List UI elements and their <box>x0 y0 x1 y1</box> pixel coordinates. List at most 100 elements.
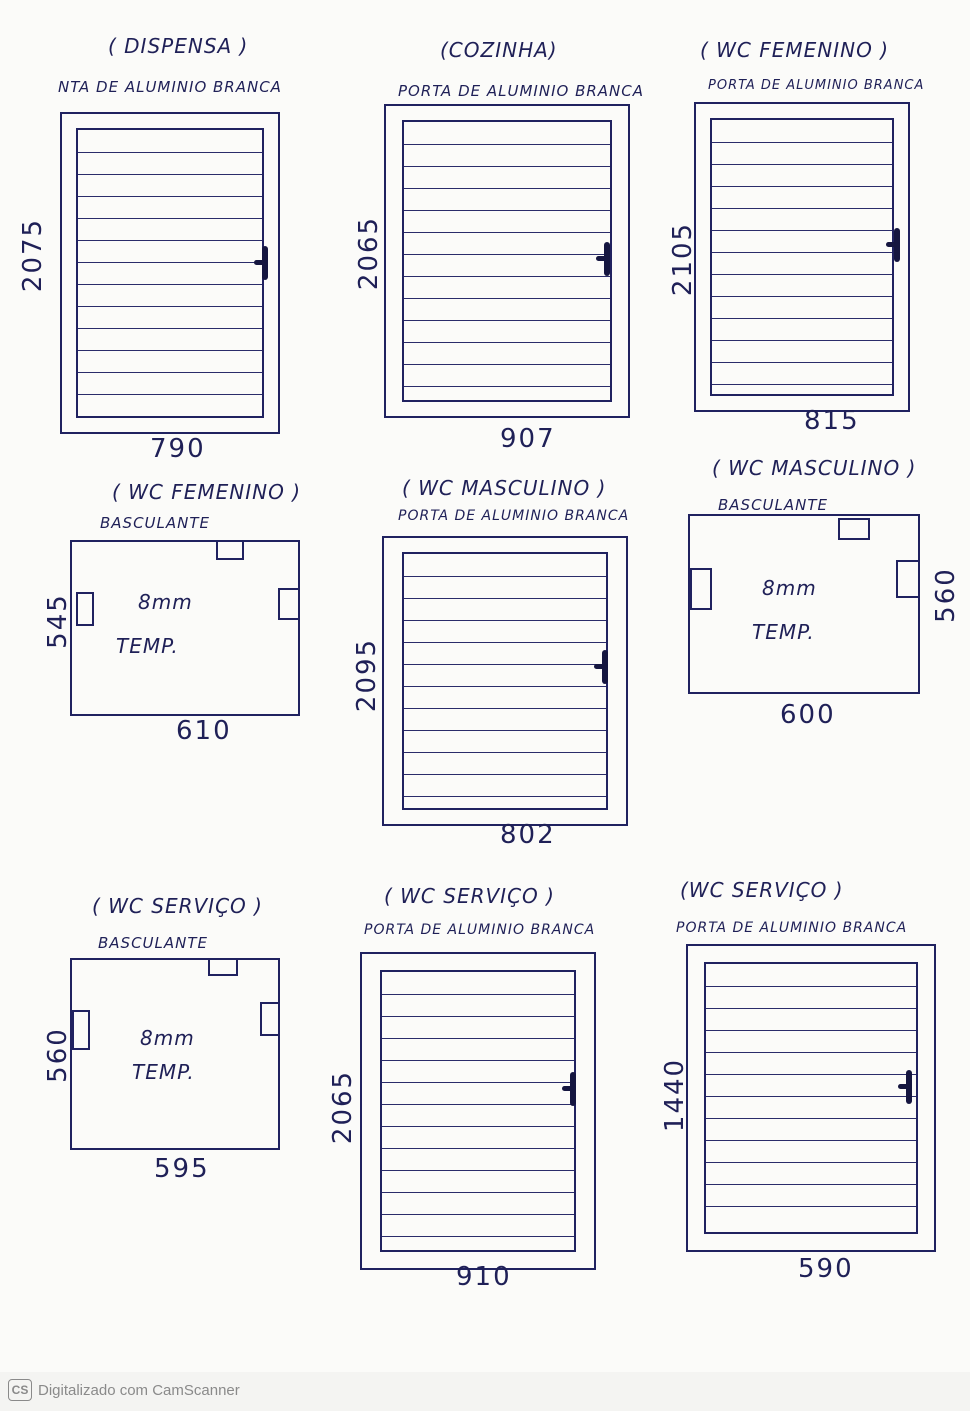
window-hinge-tab <box>838 518 870 540</box>
door-slat <box>706 1118 916 1119</box>
door-slat <box>706 1074 916 1075</box>
door-slat <box>382 1236 574 1237</box>
door-slat <box>78 152 262 153</box>
item-type-label: PORTA DE ALUMINIO BRANCA <box>398 508 630 524</box>
door-slat <box>78 218 262 219</box>
door-slat <box>712 274 892 275</box>
height-dimension: 1440 <box>660 1057 691 1133</box>
door-slat <box>712 186 892 187</box>
door-slat <box>712 164 892 165</box>
door-drawing <box>686 944 936 1252</box>
glass-type-note: TEMP. <box>132 1060 195 1084</box>
door-drawing <box>382 536 628 826</box>
item-room-label: (WC SERVIÇO ) <box>680 878 844 902</box>
item-room-label: ( WC FEMENINO ) <box>700 38 890 62</box>
door-slat <box>404 320 610 321</box>
door-slat <box>382 1214 574 1215</box>
item-room-label: ( WC SERVIÇO ) <box>92 894 263 918</box>
door-slat <box>382 1148 574 1149</box>
width-dimension: 790 <box>150 434 206 464</box>
door-slat <box>706 1206 916 1207</box>
door-slat <box>404 642 606 643</box>
scanner-footer: CS Digitalizado com CamScanner <box>8 1378 240 1402</box>
window-hinge-tab <box>72 1010 90 1050</box>
door-slat <box>382 1192 574 1193</box>
scanner-watermark-text: Digitalizado com CamScanner <box>38 1381 240 1399</box>
door-slat <box>78 372 262 373</box>
window-hinge-tab <box>278 588 300 620</box>
door-slat <box>404 144 610 145</box>
door-handle-icon <box>596 242 610 276</box>
width-dimension: 595 <box>154 1154 210 1184</box>
item-type-label: nta DE ALUMINIO BRANCA <box>58 78 282 96</box>
item-type-label: BASCULANTE <box>98 934 209 952</box>
width-dimension: 802 <box>500 820 556 850</box>
door-panel <box>380 970 576 1252</box>
door-slat <box>712 340 892 341</box>
door-slat <box>404 752 606 753</box>
door-slat <box>706 1140 916 1141</box>
width-dimension: 815 <box>804 406 860 436</box>
height-dimension: 2065 <box>328 1069 359 1145</box>
door-slat <box>404 254 610 255</box>
door-slat <box>78 240 262 241</box>
door-drawing <box>60 112 280 434</box>
door-panel <box>76 128 264 418</box>
door-drawing <box>694 102 910 412</box>
door-slat <box>404 730 606 731</box>
door-slat <box>78 306 262 307</box>
glass-thickness-note: 8mm <box>138 590 193 614</box>
door-slat <box>78 262 262 263</box>
door-slat <box>78 328 262 329</box>
door-slat <box>404 364 610 365</box>
door-slat <box>404 342 610 343</box>
door-slat <box>404 686 606 687</box>
door-slat <box>404 166 610 167</box>
window-hinge-tab <box>76 592 94 626</box>
door-slat <box>706 1052 916 1053</box>
door-slat <box>382 994 574 995</box>
door-panel <box>402 552 608 810</box>
door-slat <box>382 1016 574 1017</box>
item-room-label: (COZINHA) <box>440 38 558 62</box>
door-panel <box>710 118 894 396</box>
height-dimension: 545 <box>42 593 73 649</box>
door-slat <box>78 174 262 175</box>
door-drawing <box>360 952 596 1270</box>
item-type-label: PORTA DE ALUMINIO BRANCA <box>708 78 925 93</box>
door-panel <box>402 120 612 402</box>
door-slat <box>712 384 892 385</box>
door-slat <box>78 284 262 285</box>
door-slat <box>712 252 892 253</box>
door-slat <box>712 318 892 319</box>
door-slat <box>712 208 892 209</box>
door-slat <box>382 1126 574 1127</box>
door-slat <box>706 1096 916 1097</box>
item-room-label: ( WC MASCULINO ) <box>712 456 917 480</box>
door-handle-icon <box>562 1072 576 1106</box>
height-dimension: 2105 <box>668 221 699 297</box>
door-slat <box>404 576 606 577</box>
window-hinge-tab <box>260 1002 280 1036</box>
item-room-label: ( WC MASCULINO ) <box>402 476 607 500</box>
door-handle-icon <box>594 650 608 684</box>
door-drawing <box>384 104 630 418</box>
window-drawing: 8mm TEMP. <box>70 958 280 1150</box>
height-dimension: 2065 <box>354 215 385 291</box>
door-slat <box>712 142 892 143</box>
door-slat <box>404 210 610 211</box>
scanned-sheet: ( DISPENSA ) nta DE ALUMINIO BRANCA 2075… <box>18 34 961 1292</box>
door-slat <box>404 386 610 387</box>
glass-type-note: TEMP. <box>116 634 179 658</box>
window-drawing: 8mm TEMP. <box>70 540 300 716</box>
door-handle-icon <box>254 246 268 280</box>
height-dimension: 2095 <box>352 637 383 713</box>
window-hinge-tab <box>896 560 920 598</box>
door-slat <box>382 1104 574 1105</box>
door-slat <box>78 394 262 395</box>
item-room-label: ( DISPENSA ) <box>108 34 249 58</box>
door-slat <box>382 1170 574 1171</box>
door-slat <box>404 664 606 665</box>
door-slat <box>712 296 892 297</box>
door-slat <box>404 774 606 775</box>
